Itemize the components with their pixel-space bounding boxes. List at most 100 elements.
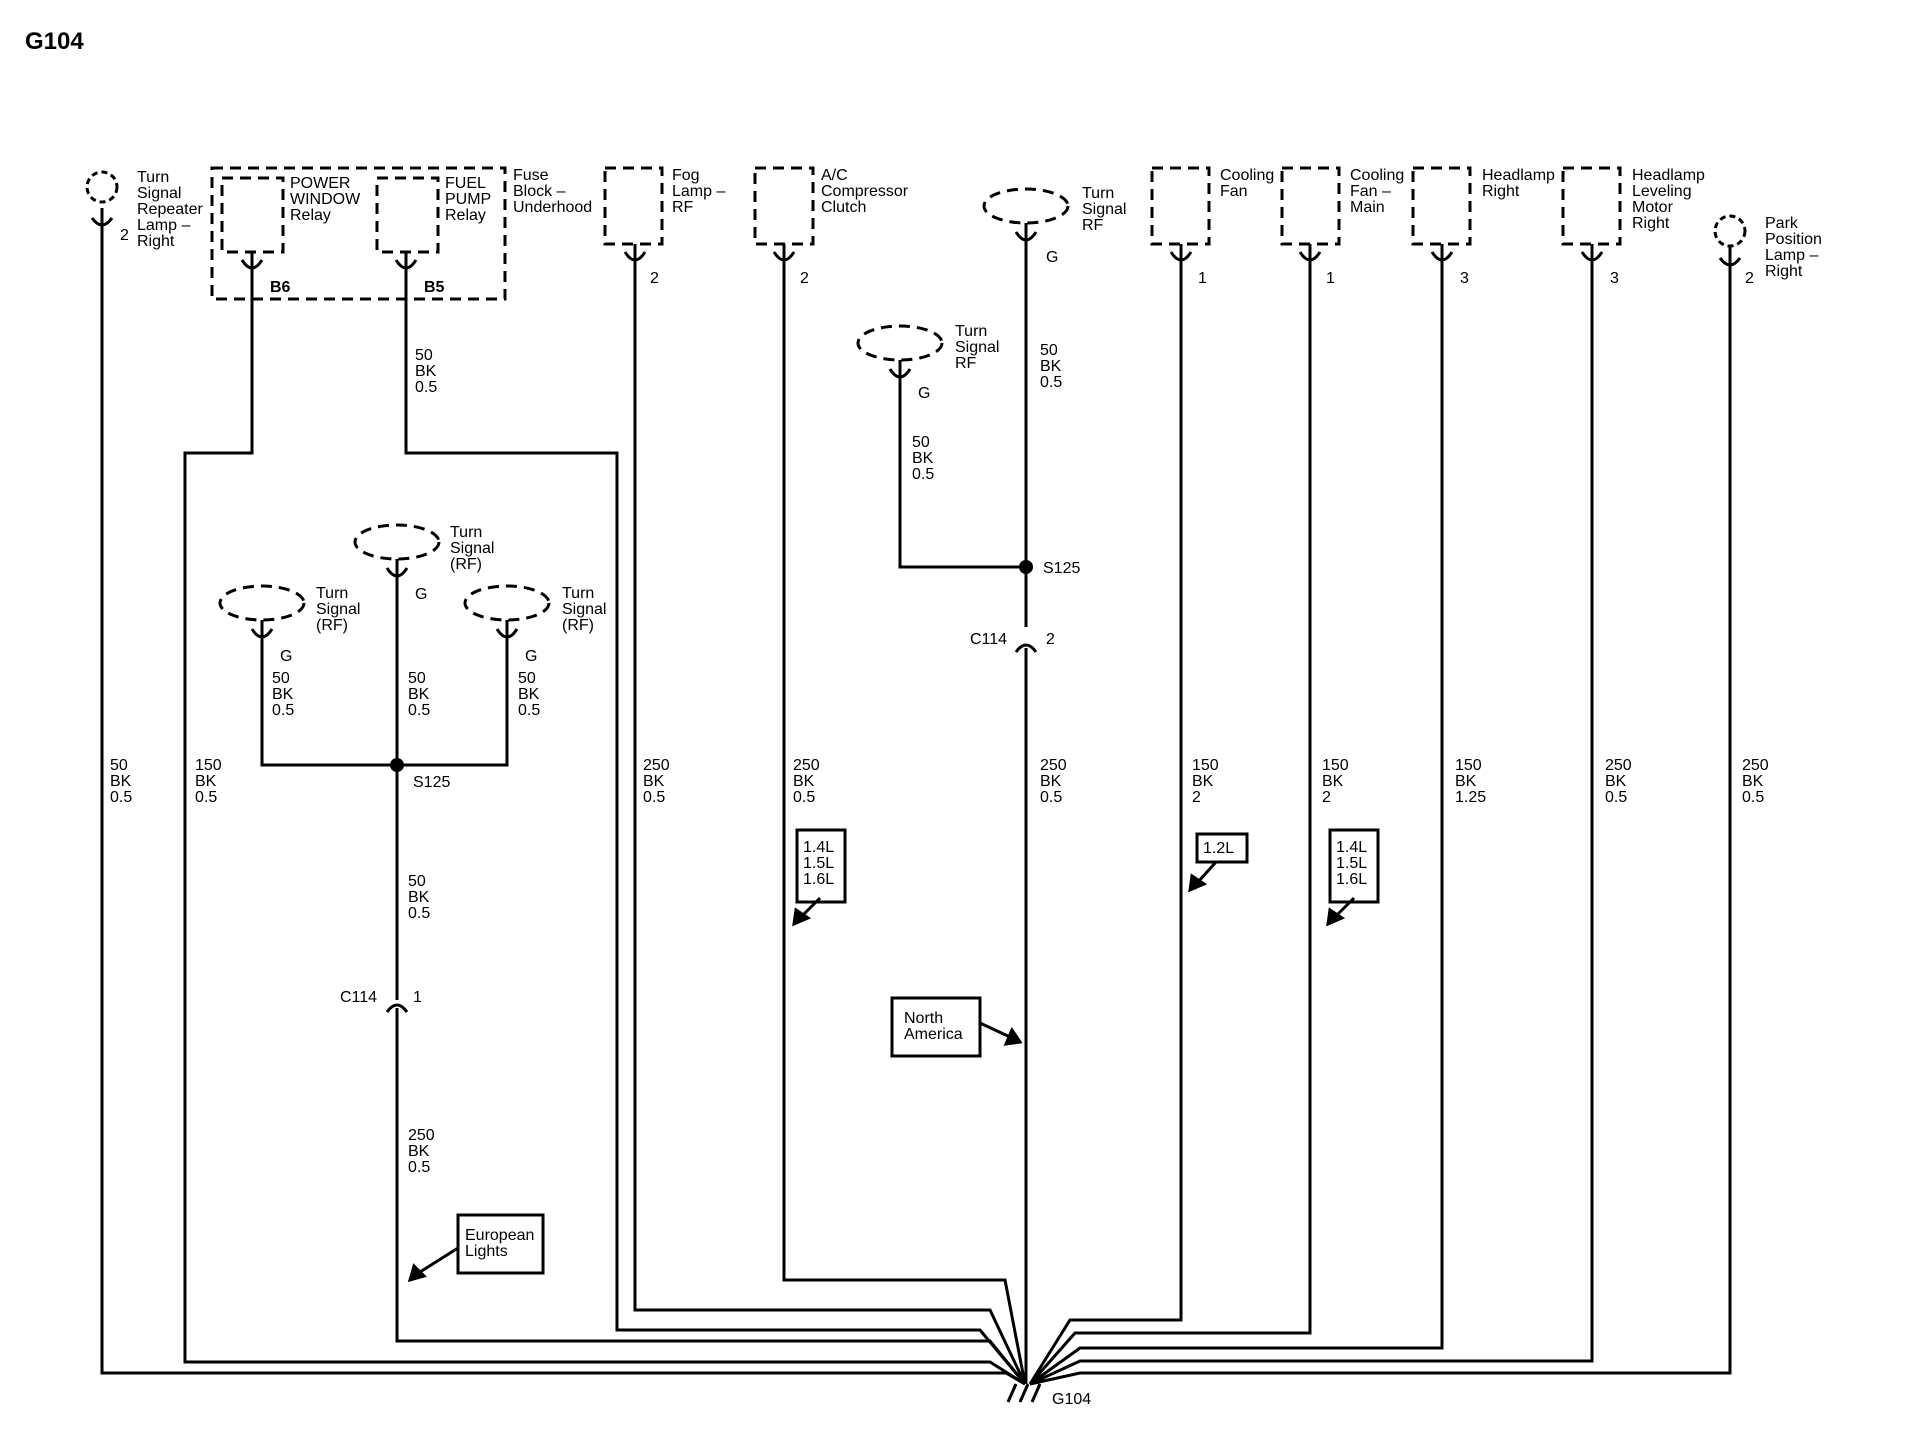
component-label: Turn bbox=[562, 585, 594, 602]
page-title: G104 bbox=[25, 28, 84, 55]
note-box-engines-fan bbox=[1328, 828, 1380, 904]
component-label: Lamp – bbox=[1765, 247, 1818, 264]
component-label: RF bbox=[955, 355, 977, 372]
component-label: Position bbox=[1765, 231, 1822, 248]
component-label: Clutch bbox=[821, 199, 866, 216]
splice-s125-left-dot bbox=[390, 758, 404, 772]
wire-label: BK bbox=[195, 773, 217, 790]
wire-label: 50 bbox=[1040, 342, 1058, 359]
component-label: Turn bbox=[955, 323, 987, 340]
pin-label: B5 bbox=[424, 279, 445, 296]
component-label: Headlamp bbox=[1482, 167, 1555, 184]
wire-label: 150 bbox=[1322, 757, 1349, 774]
note-text: European bbox=[465, 1227, 534, 1244]
wire-label: BK bbox=[643, 773, 665, 790]
wire-fog-lamp bbox=[633, 276, 1027, 1385]
component-label: Signal bbox=[316, 601, 360, 618]
component-label: Relay bbox=[445, 207, 486, 224]
wire-label: BK bbox=[408, 1143, 430, 1160]
component-label: Cooling bbox=[1220, 167, 1274, 184]
connector-label: 1 bbox=[413, 989, 422, 1006]
wire-label: 50 bbox=[408, 873, 426, 890]
ac-compressor-outline bbox=[753, 166, 815, 246]
wire-label: 0.5 bbox=[1040, 374, 1062, 391]
wire-turn-signal-left bbox=[260, 645, 509, 767]
wire-label: BK bbox=[793, 773, 815, 790]
wire-label: 0.5 bbox=[912, 466, 934, 483]
pin-label: G bbox=[525, 648, 537, 665]
wire-label: BK bbox=[1455, 773, 1477, 790]
wire-label: BK bbox=[272, 686, 294, 703]
component-label: Turn bbox=[1082, 185, 1114, 202]
component-label: Signal bbox=[955, 339, 999, 356]
note-text: Lights bbox=[465, 1243, 508, 1260]
terminal-cup bbox=[385, 559, 409, 582]
ground-g104-symbol bbox=[1006, 1383, 1042, 1403]
wire-label: 1.25 bbox=[1455, 789, 1486, 806]
wire-label: BK bbox=[912, 450, 934, 467]
note-text: 1.6L bbox=[1336, 871, 1367, 888]
wire-cooling-fan-main bbox=[1028, 276, 1312, 1385]
wire-label: BK bbox=[1605, 773, 1627, 790]
pin-label: 2 bbox=[1745, 270, 1754, 287]
wire-headlamp-right bbox=[1029, 276, 1444, 1386]
terminal-cup bbox=[623, 244, 647, 276]
terminal-cup bbox=[1718, 246, 1742, 270]
component-label: Right bbox=[1765, 263, 1803, 280]
note-box-european-lights bbox=[456, 1213, 545, 1275]
wire-label: BK bbox=[408, 889, 430, 906]
pin-label: 2 bbox=[120, 227, 129, 244]
note-text: 1.5L bbox=[803, 855, 834, 872]
component-label: Repeater bbox=[137, 201, 203, 218]
turn-signal-right-outline bbox=[463, 584, 551, 622]
wires bbox=[100, 228, 1732, 1386]
terminal-cup bbox=[90, 208, 114, 228]
note-text: 1.6L bbox=[803, 871, 834, 888]
component-label: FUEL bbox=[445, 175, 486, 192]
note-boxes bbox=[456, 828, 1380, 1275]
component-label: (RF) bbox=[562, 617, 594, 634]
fuel-pump-relay-outline bbox=[375, 176, 440, 254]
component-label: WINDOW bbox=[290, 191, 361, 208]
wire-label: 250 bbox=[1742, 757, 1769, 774]
terminal-cup bbox=[394, 252, 418, 276]
wire-label: 0.5 bbox=[415, 379, 437, 396]
component-label: Cooling bbox=[1350, 167, 1404, 184]
cooling-fan-outline bbox=[1150, 166, 1211, 246]
component-label: Relay bbox=[290, 207, 331, 224]
wire-label: 50 bbox=[408, 670, 426, 687]
component-label: Turn bbox=[450, 524, 482, 541]
component-label: Lamp – bbox=[137, 217, 190, 234]
note-text: 1.4L bbox=[1336, 839, 1367, 856]
note-box-engines-ac bbox=[795, 828, 847, 904]
component-label: Motor bbox=[1632, 199, 1674, 216]
component-label: Main bbox=[1350, 199, 1385, 216]
headlamp-leveling-outline bbox=[1561, 166, 1622, 246]
wire-label: 0.5 bbox=[643, 789, 665, 806]
component-label: RF bbox=[672, 199, 694, 216]
component-label: Lamp – bbox=[672, 183, 725, 200]
component-label: Right bbox=[1482, 183, 1520, 200]
terminal-cup bbox=[1298, 244, 1322, 276]
wire-label: 250 bbox=[1040, 757, 1067, 774]
component-label: Signal bbox=[450, 540, 494, 557]
splice-label: S125 bbox=[413, 774, 450, 791]
wire-label: BK bbox=[1040, 358, 1062, 375]
note-text: 1.4L bbox=[803, 839, 834, 856]
cooling-fan-main-outline bbox=[1280, 166, 1341, 246]
wire-park-position-lamp bbox=[1029, 270, 1732, 1386]
component-label: (RF) bbox=[316, 617, 348, 634]
wire-label: 250 bbox=[408, 1127, 435, 1144]
component-label: Fuse bbox=[513, 167, 549, 184]
terminal-cup bbox=[772, 244, 796, 276]
component-label: A/C bbox=[821, 167, 848, 184]
pin-label: 3 bbox=[1610, 270, 1619, 287]
pin-label: B6 bbox=[270, 279, 291, 296]
wire-cooling-fan bbox=[1028, 276, 1183, 1385]
turn-signal-top-outline bbox=[353, 523, 441, 561]
component-label: Right bbox=[1632, 215, 1670, 232]
terminal-cup bbox=[495, 620, 519, 645]
component-label: (RF) bbox=[450, 556, 482, 573]
component-label: Underhood bbox=[513, 199, 592, 216]
